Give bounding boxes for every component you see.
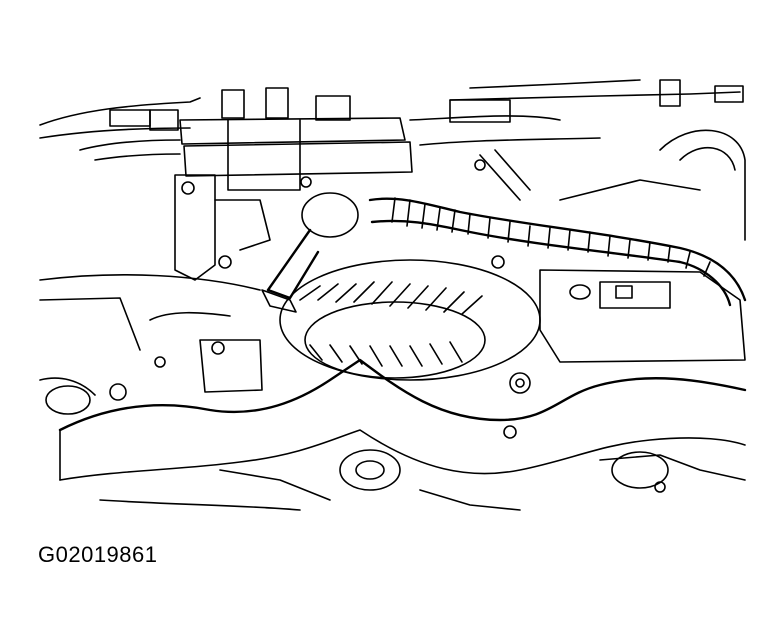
ignition-coil-pack	[109, 87, 413, 191]
spark-plug-wires	[39, 79, 744, 161]
right-components	[479, 129, 746, 363]
left-components	[39, 274, 263, 415]
engine-compartment-illustration	[39, 79, 747, 511]
wiring-harness	[261, 192, 747, 313]
figure-code: G02019861	[38, 542, 158, 567]
alternator	[279, 259, 541, 394]
lower-structure	[99, 454, 746, 511]
bolts	[300, 159, 666, 493]
intake-bracket	[174, 174, 271, 281]
intake-manifold	[58, 358, 747, 491]
